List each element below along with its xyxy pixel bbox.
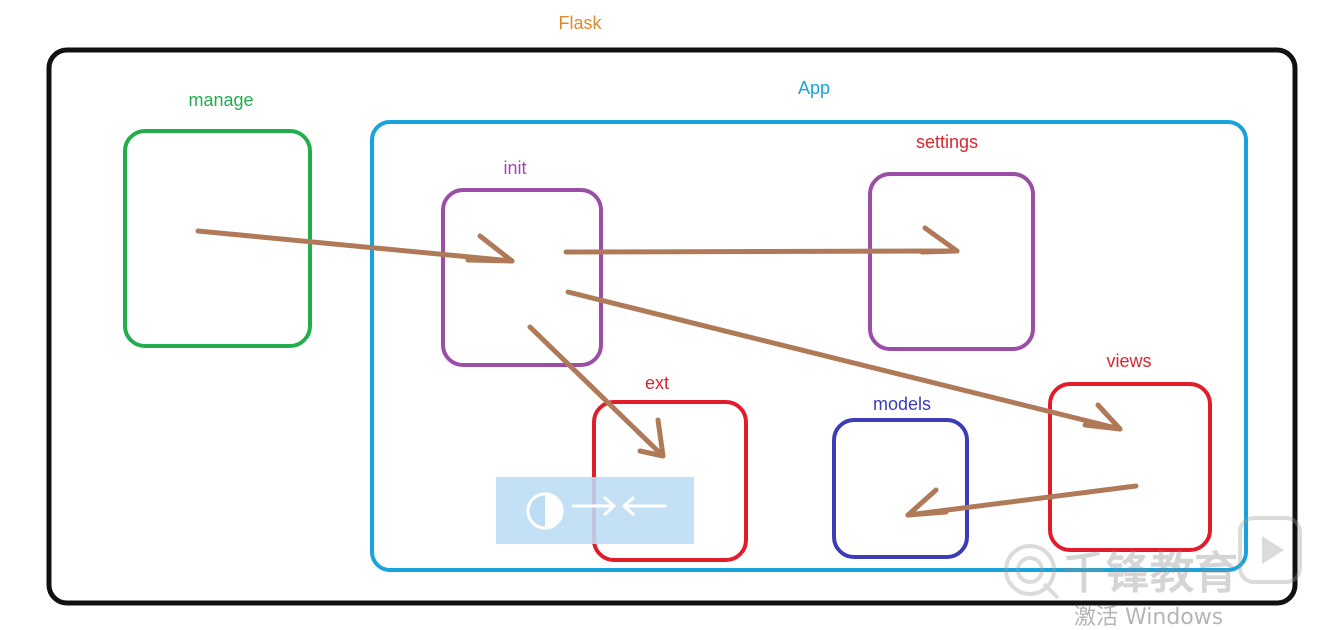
app-container: [370, 120, 1248, 572]
app-label: App: [798, 78, 830, 98]
activate-windows-text: 激活 Windows: [1074, 605, 1223, 630]
contrast-icon[interactable]: [526, 492, 564, 530]
arrow-views-to-models: [905, 483, 1139, 518]
models-box: [832, 418, 969, 559]
diagram-title: Flask: [558, 13, 602, 33]
watermark-logo-text: 千锋教育: [1062, 548, 1238, 599]
arrow-left-icon[interactable]: [622, 496, 667, 516]
views-label: views: [1106, 351, 1151, 371]
arrow-init-to-ext: [527, 324, 666, 459]
arrow-manage-to-init: [195, 228, 515, 264]
play-icon: [1238, 516, 1302, 584]
qianfeng-logo-icon: [1004, 544, 1060, 600]
arrow-init-to-settings: [563, 225, 960, 255]
init-label: init: [503, 158, 526, 178]
manage-label: manage: [188, 90, 253, 110]
manage-box: [123, 129, 312, 348]
models-label: models: [873, 394, 931, 414]
settings-box: [868, 172, 1035, 351]
arrow-init-to-views: [565, 289, 1123, 432]
init-box: [441, 188, 603, 367]
flask-container: [46, 47, 1298, 606]
settings-label: settings: [916, 132, 978, 152]
arrow-right-icon[interactable]: [571, 496, 616, 516]
watermark: 千锋教育: [1004, 516, 1302, 600]
overlay-background: [496, 477, 694, 544]
ext-label: ext: [645, 373, 669, 393]
overlay-toolbar[interactable]: [496, 477, 694, 544]
views-box: [1048, 382, 1212, 552]
